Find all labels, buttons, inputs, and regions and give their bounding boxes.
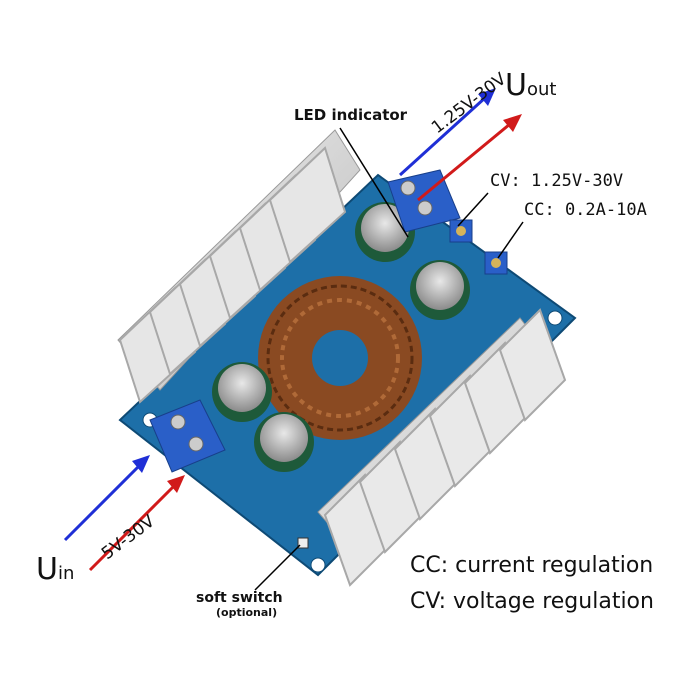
output-voltage-symbol: Uout [505, 68, 557, 103]
callout-pointers [254, 127, 524, 591]
potentiometers [449, 219, 508, 275]
toroid-inductor [258, 276, 422, 440]
output-arrows [398, 88, 522, 202]
soft-switch-label: soft switch [196, 590, 283, 606]
cc-range-label: CC: 0.2A-10A [524, 200, 647, 220]
led-indicator-label: LED indicator [294, 106, 408, 124]
optional-label: (optional) [216, 606, 278, 619]
legend-cc: CC: current regulation [410, 553, 654, 578]
heatsink-left [117, 129, 361, 404]
input-arrows [63, 455, 185, 572]
cv-range-label: CV: 1.25V-30V [490, 171, 624, 191]
input-terminal [149, 399, 226, 473]
heatsink-right [317, 308, 567, 587]
legend-cv: CV: voltage regulation [410, 589, 654, 614]
input-voltage-symbol: Uin [36, 552, 75, 587]
soft-switch-button [297, 537, 309, 549]
output-terminal [387, 169, 461, 233]
